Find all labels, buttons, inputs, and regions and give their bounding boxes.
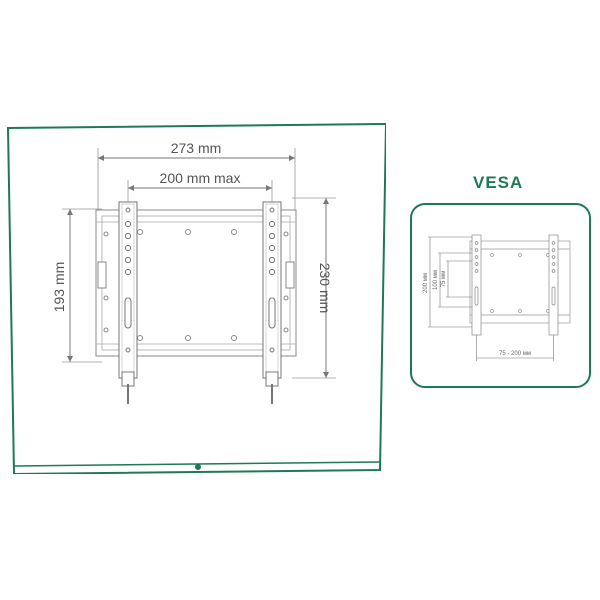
tv-power-led bbox=[195, 464, 201, 470]
right-bracket-arm bbox=[262, 201, 282, 404]
vesa-label-200: 200 мм bbox=[423, 273, 429, 293]
vesa-label-75: 75 мм bbox=[441, 271, 447, 288]
dim-label-200: 200 mm max bbox=[160, 170, 241, 186]
vesa-title: VESA bbox=[473, 173, 524, 192]
tv-panel: 273 mm 200 mm max 193 mm 230 mm bbox=[6, 122, 386, 474]
vesa-inset: 200 мм 100 мм 75 мм 75 - 200 мм bbox=[410, 203, 591, 388]
dim-label-193: 193 mm bbox=[51, 262, 67, 313]
dim-label-230: 230 mm bbox=[317, 263, 333, 314]
vesa-left-arm bbox=[471, 234, 482, 345]
dim-label-273: 273 mm bbox=[171, 140, 222, 156]
vesa-right-arm bbox=[548, 234, 559, 345]
vesa-label-100: 100 мм bbox=[433, 270, 439, 290]
left-bracket-arm bbox=[118, 201, 138, 404]
vesa-label-range: 75 - 200 мм bbox=[499, 351, 531, 357]
tv-bottom-edge bbox=[13, 461, 381, 467]
